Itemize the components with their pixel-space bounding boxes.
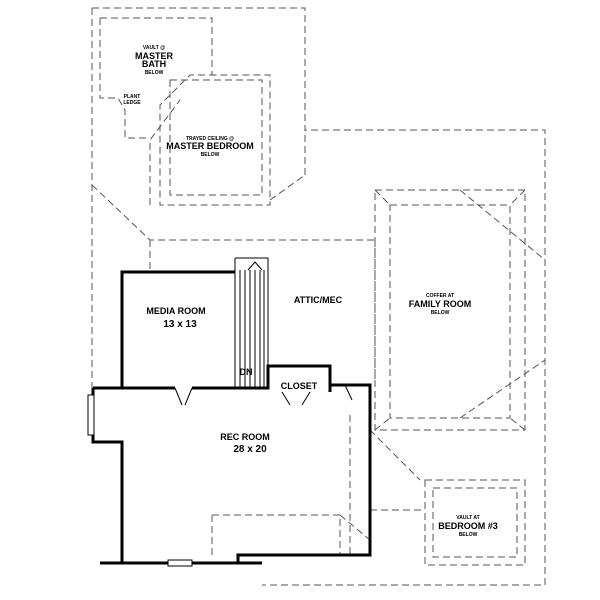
below: BELOW <box>201 152 220 158</box>
below: BELOW <box>431 310 450 316</box>
media-room-label: MEDIA ROOM 13 x 13 <box>146 306 205 330</box>
bedroom3-label: VAULT AT BEDROOM #3 BELOW <box>438 515 498 538</box>
master-bedroom-label: TRAYED CEILING @ MASTER BEDROOM BELOW <box>166 136 254 158</box>
note: TRAYED CEILING @ <box>186 136 234 142</box>
room-size: 28 x 20 <box>233 444 267 455</box>
below: BELOW <box>145 70 164 76</box>
room-name: MEDIA ROOM <box>146 306 205 316</box>
attic-label: ATTIC/MEC <box>294 295 343 305</box>
closet-label: CLOSET <box>281 381 318 391</box>
line1: PLANT <box>124 94 141 100</box>
line2: LEDGE <box>123 100 141 106</box>
room-name: MASTER <box>135 51 174 61</box>
master-bath-label: VAULT @ MASTER BATH BELOW <box>135 45 174 76</box>
plant-ledge-label: PLANT LEDGE <box>123 94 141 106</box>
family-room-label: COFFER AT FAMILY ROOM BELOW <box>409 293 472 316</box>
room-size: 13 x 13 <box>163 319 197 330</box>
room-name: BEDROOM #3 <box>438 521 498 531</box>
room-name: MASTER BEDROOM <box>166 141 254 151</box>
room-name: FAMILY ROOM <box>409 299 472 309</box>
stair-label: DN <box>240 367 253 377</box>
dashed-outlines <box>91 7 546 586</box>
below: BELOW <box>459 532 478 538</box>
room-name-2: BATH <box>142 59 166 69</box>
note: VAULT @ <box>143 45 165 51</box>
room-name: REC ROOM <box>220 432 270 442</box>
rec-room-label: REC ROOM 28 x 20 <box>220 432 270 455</box>
walls <box>87 257 372 567</box>
note: VAULT AT <box>456 515 479 521</box>
note: COFFER AT <box>426 293 454 299</box>
